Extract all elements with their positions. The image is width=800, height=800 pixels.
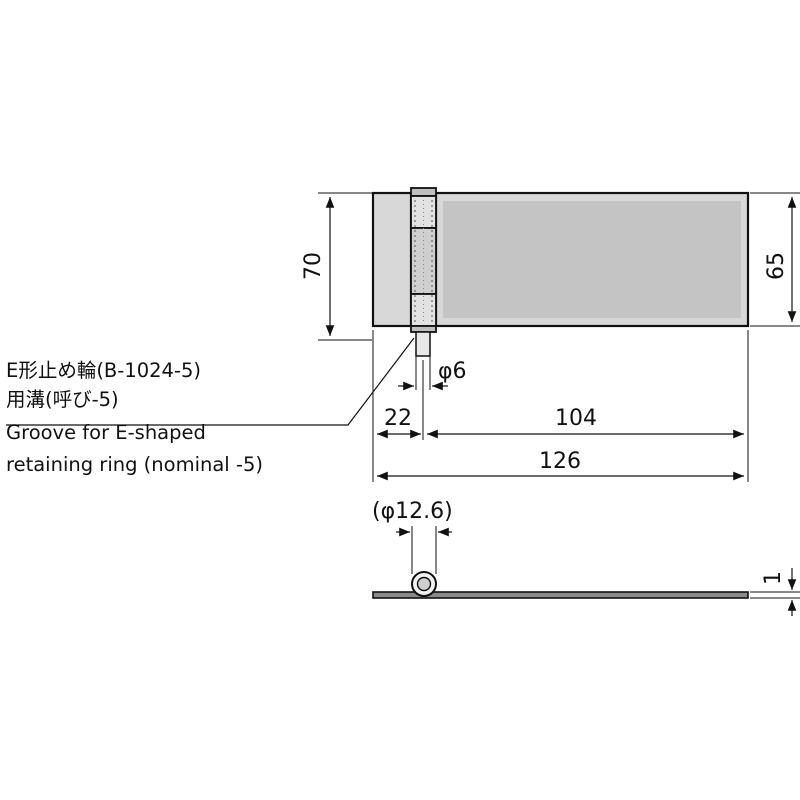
dim-leaf-widths: 22 104	[372, 330, 749, 482]
dim-height-leaf-label: 65	[764, 252, 789, 280]
side-leaf	[372, 591, 749, 599]
groove-note-line-1: E形止め輪(B-1024-5)	[6, 359, 202, 382]
groove-note-line-4: retaining ring (nominal -5)	[6, 453, 263, 476]
groove-note-line-2: 用溝(呼び-5)	[6, 388, 119, 411]
dim-left-leaf-width-label: 22	[384, 406, 412, 431]
knuckle	[410, 187, 437, 333]
dim-total-width: 126	[377, 449, 744, 481]
dim-knuckle-diameter-label: (φ12.6)	[372, 499, 453, 524]
dim-thickness-label: 1	[761, 571, 786, 585]
hinge-side-view	[372, 571, 749, 599]
dim-total-width-label: 126	[539, 449, 581, 474]
dim-height-total: 70	[301, 192, 372, 341]
dim-height-leaf: 65	[750, 192, 800, 327]
groove-note-line-3: Groove for E-shaped	[6, 421, 206, 444]
pin-end	[415, 331, 431, 357]
groove-leader	[6, 337, 415, 426]
dim-pin-diameter: φ6	[398, 356, 467, 391]
hinge-top-view	[371, 187, 750, 357]
right-leaf-face	[443, 201, 741, 318]
dim-pin-diameter-label: φ6	[438, 359, 467, 384]
dim-thickness: 1	[750, 568, 800, 616]
left-leaf	[371, 191, 413, 328]
dim-height-total-label: 70	[301, 252, 326, 280]
dim-knuckle-diameter: (φ12.6)	[372, 499, 453, 574]
dim-right-leaf-width-label: 104	[555, 406, 597, 431]
groove-note: E形止め輪(B-1024-5) 用溝(呼び-5) Groove for E-sh…	[6, 356, 263, 479]
